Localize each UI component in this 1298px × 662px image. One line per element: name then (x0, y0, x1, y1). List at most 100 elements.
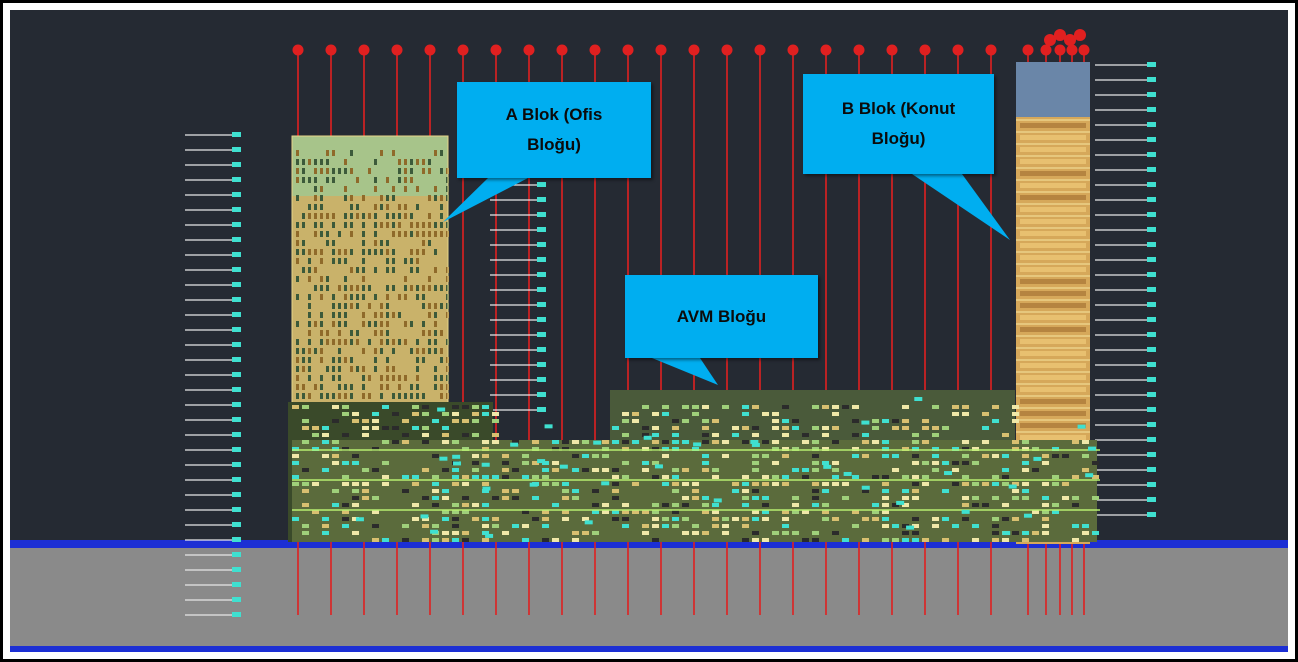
podium-panel (842, 538, 849, 542)
a-blok-window (440, 204, 443, 210)
a-blok-window (440, 303, 443, 309)
b-blok-floor-band (1020, 435, 1086, 440)
podium-panel (452, 524, 459, 528)
podium-panel (502, 461, 509, 465)
podium-panel (312, 482, 319, 486)
podium-panel (332, 503, 339, 507)
a-blok-window (302, 177, 305, 183)
a-blok-window (320, 294, 323, 300)
podium-panel (492, 412, 499, 416)
podium-panel (682, 419, 689, 423)
a-blok-window (368, 303, 371, 309)
podium-panel (662, 503, 669, 507)
podium-panel (552, 447, 559, 451)
podium-panel (362, 426, 369, 430)
podium-panel (942, 517, 949, 521)
right-level-marker-tag (1147, 242, 1156, 247)
a-blok-window (440, 285, 443, 291)
a-blok-window (380, 249, 383, 255)
mid-level-marker-tag (537, 362, 546, 367)
podium-panel (992, 475, 999, 479)
podium-panel (422, 440, 429, 444)
podium-panel (492, 475, 499, 479)
podium-panel (812, 461, 819, 465)
podium-panel (482, 531, 489, 535)
podium-panel (1002, 538, 1009, 542)
a-blok-window (434, 150, 437, 156)
podium-panel (482, 524, 489, 528)
podium-panel (1042, 461, 1049, 465)
podium-panel (552, 468, 559, 472)
podium-panel (662, 517, 669, 521)
a-blok-window (416, 258, 419, 264)
a-blok-window (434, 348, 437, 354)
a-blok-window (356, 204, 359, 210)
b-blok-floor-band (1020, 207, 1086, 212)
podium-panel (992, 419, 999, 423)
podium-panel (972, 482, 979, 486)
a-blok-window (410, 168, 413, 174)
a-blok-window (332, 393, 335, 399)
podium-panel (902, 503, 909, 507)
podium-panel (912, 496, 919, 500)
podium-panel (852, 405, 859, 409)
podium-panel (902, 447, 909, 451)
a-blok-window (314, 177, 317, 183)
a-blok-window (434, 195, 437, 201)
podium-panel (672, 426, 679, 430)
podium-panel (322, 433, 329, 437)
b-blok-floor-band (1020, 303, 1086, 308)
a-blok-window (380, 312, 383, 318)
podium-panel (632, 419, 639, 423)
podium-panel (812, 531, 819, 535)
podium-panel (1082, 454, 1089, 458)
a-blok-window (392, 267, 395, 273)
a-blok-window (302, 249, 305, 255)
a-blok-window (326, 168, 329, 174)
podium-panel (772, 447, 779, 451)
a-blok-window (362, 249, 365, 255)
a-blok-window (380, 348, 383, 354)
a-blok-window (440, 357, 443, 363)
b-blok-floor-band (1020, 243, 1086, 248)
a-blok-window (368, 339, 371, 345)
podium-panel (742, 517, 749, 521)
podium-panel (622, 524, 629, 528)
grid-bubble (622, 44, 634, 56)
a-blok-window (374, 204, 377, 210)
left-level-marker-tag (232, 312, 241, 317)
right-level-marker-tag (1147, 122, 1156, 127)
podium-panel (622, 503, 629, 507)
left-level-marker-tag (232, 177, 241, 182)
grid-bubble (424, 44, 436, 56)
podium-panel (572, 531, 579, 535)
a-blok-window (308, 303, 311, 309)
a-blok-window (302, 267, 305, 273)
podium-panel (352, 496, 359, 500)
podium-panel (792, 447, 799, 451)
podium-panel (922, 461, 929, 465)
a-blok-window (332, 375, 335, 381)
podium-panel (562, 489, 569, 493)
a-blok-window (368, 375, 371, 381)
right-level-marker-tag (1147, 182, 1156, 187)
podium-panel (322, 440, 329, 444)
podium-panel (962, 461, 969, 465)
section-marker (750, 439, 759, 444)
a-blok-window (392, 366, 395, 372)
a-blok-window (368, 321, 371, 327)
podium-panel (442, 531, 449, 535)
podium-panel (592, 468, 599, 472)
podium-panel (462, 531, 469, 535)
a-blok-window (296, 195, 299, 201)
a-blok-window (380, 195, 383, 201)
podium-panel (1072, 503, 1079, 507)
podium-panel (382, 538, 389, 542)
podium-panel (872, 517, 879, 521)
podium-panel (482, 489, 489, 493)
podium-panel (762, 503, 769, 507)
podium-panel (632, 440, 639, 444)
section-marker (1085, 473, 1094, 478)
a-blok-window (308, 177, 311, 183)
a-blok-window (380, 330, 383, 336)
